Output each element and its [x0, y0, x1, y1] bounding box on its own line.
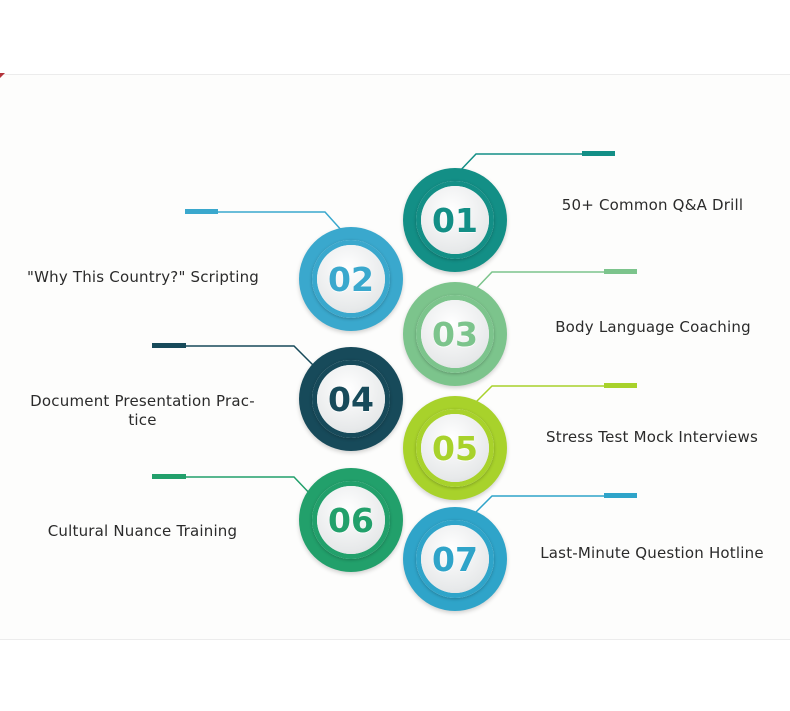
connector-06 — [152, 474, 315, 499]
step-06-label: Cultural Nuance Training — [47, 522, 238, 540]
connector-07 — [471, 493, 637, 517]
step-02-circle: 02 — [299, 227, 403, 331]
step-06-circle: 06 — [299, 468, 403, 572]
step-06-number: 06 — [317, 486, 385, 554]
step-02-number: 02 — [317, 245, 385, 313]
step-02-label: "Why This Country?" Scripting — [26, 268, 260, 286]
step-05-circle: 05 — [403, 396, 507, 500]
step-03-label: Body Language Coaching — [555, 318, 751, 336]
step-07-label: Last-Minute Question Hotline — [540, 544, 764, 562]
step-01-number: 01 — [421, 186, 489, 254]
step-01-label: 50+ Common Q&A Drill — [561, 196, 744, 214]
step-03-circle: 03 — [403, 282, 507, 386]
corner-accent — [0, 73, 5, 78]
step-07-number: 07 — [421, 525, 489, 593]
step-04-number: 04 — [317, 365, 385, 433]
step-01-circle: 01 — [403, 168, 507, 272]
step-03-number: 03 — [421, 300, 489, 368]
step-04-label: Document Presentation Prac- tice — [30, 392, 255, 429]
step-05-number: 05 — [421, 414, 489, 482]
connector-03 — [471, 269, 637, 294]
step-07-circle: 07 — [403, 507, 507, 611]
connector-01 — [455, 151, 615, 176]
connector-05 — [471, 383, 637, 407]
connector-02 — [185, 209, 344, 233]
step-04-circle: 04 — [299, 347, 403, 451]
connector-04 — [152, 343, 315, 367]
step-05-label: Stress Test Mock Interviews — [546, 428, 758, 446]
